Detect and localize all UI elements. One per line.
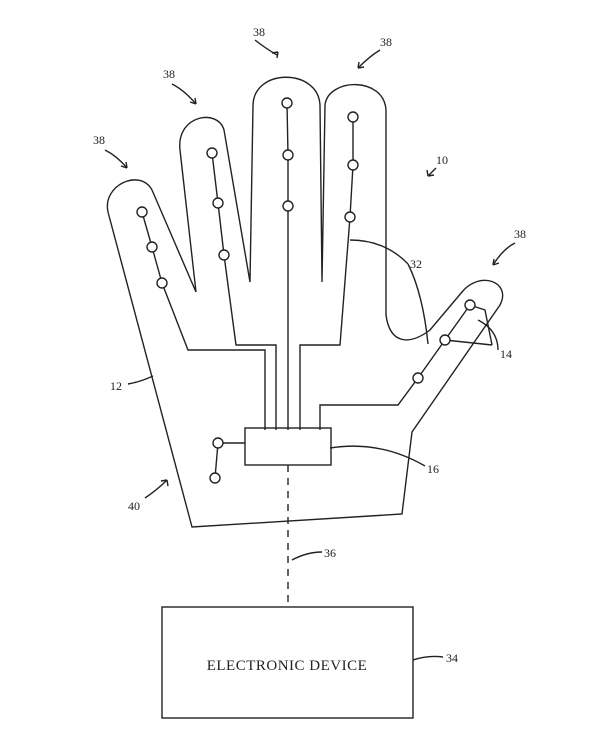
sensor-nodes: [136, 97, 476, 484]
label-10: 10: [436, 153, 448, 167]
control-circuitry-box: [244, 427, 332, 466]
label-38-index: 38: [380, 35, 392, 49]
label-38-pinky: 38: [93, 133, 105, 147]
label-38-middle: 38: [253, 25, 265, 39]
label-34: 34: [446, 651, 458, 665]
electronic-device-box: [161, 606, 414, 719]
label-16: 16: [427, 462, 439, 476]
label-32: 32: [410, 257, 422, 271]
label-14: 14: [500, 347, 512, 361]
label-38-ring: 38: [163, 67, 175, 81]
label-38-thumb: 38: [514, 227, 526, 241]
electronic-device-label: ELECTRONIC DEVICE: [207, 658, 368, 674]
label-36: 36: [324, 546, 336, 560]
leader-lines: [104, 39, 516, 661]
glove-outline: [106, 76, 504, 528]
label-12: 12: [110, 379, 122, 393]
label-40: 40: [128, 499, 140, 513]
